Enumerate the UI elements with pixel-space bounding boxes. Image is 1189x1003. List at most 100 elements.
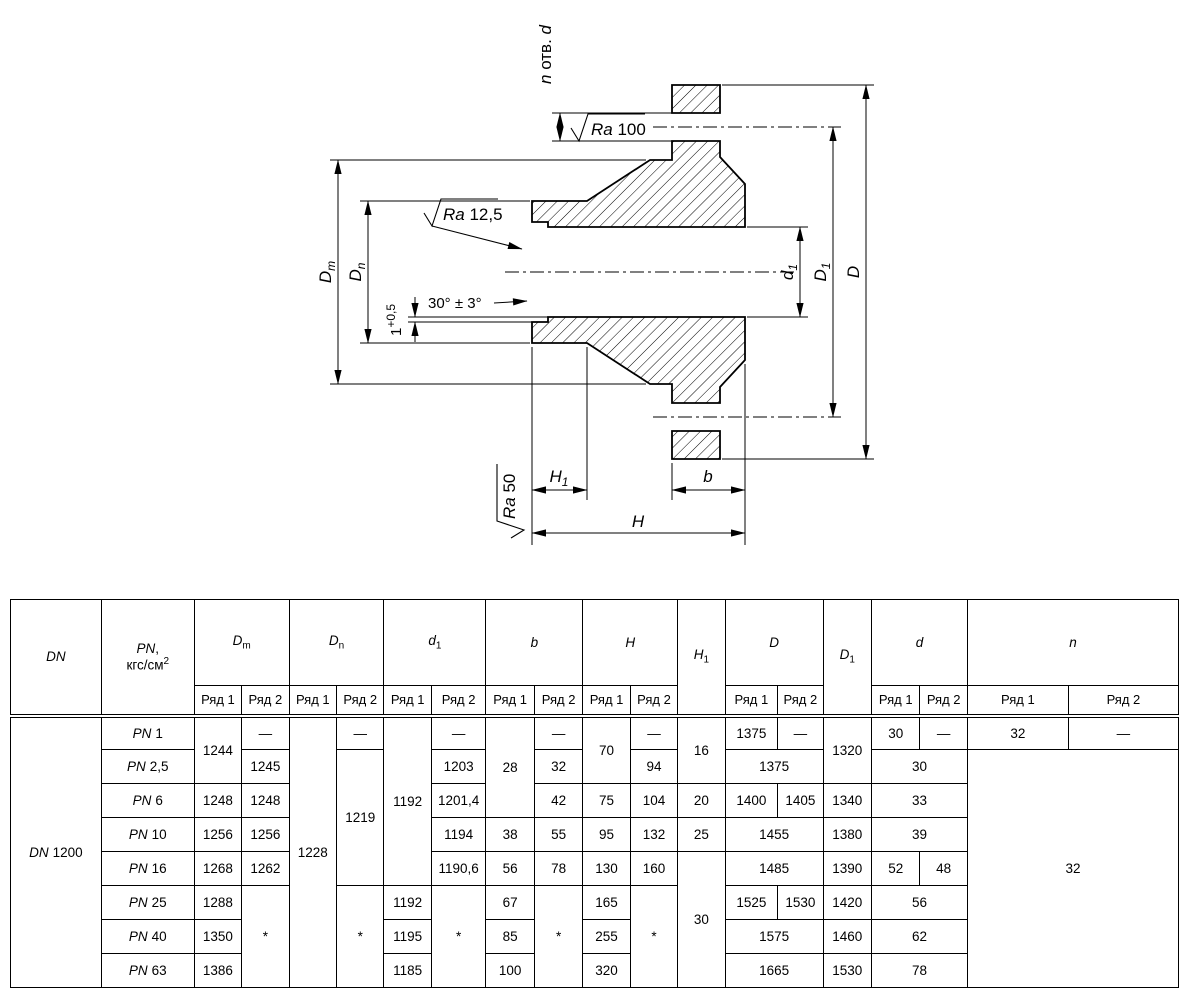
label-Dn: Dn	[346, 262, 368, 281]
label-d1: d1	[778, 264, 800, 280]
table-cell: 1201,4	[430, 783, 487, 818]
table-cell: 1192	[383, 715, 432, 886]
table-cell: 1262	[241, 851, 290, 886]
table-cell: —	[629, 715, 679, 750]
table-cell: 1665	[724, 953, 824, 988]
table-cell: 70	[582, 715, 631, 784]
table-cell: 94	[629, 749, 679, 784]
technical-drawing: n отв. d Ra 100 Ra 12,5 Ra 50 Dm Dn 1+0,…	[316, 24, 874, 545]
col-header-dm: Dm	[193, 599, 290, 686]
table-cell: 1190,6	[430, 851, 487, 886]
flange-lower-rim	[671, 430, 721, 460]
subheader-ryad2: Ряд 2	[533, 685, 584, 718]
table-cell: 100	[485, 953, 535, 988]
col-header-pn: PN,кгс/см2	[100, 599, 195, 718]
table-cell: 32	[966, 715, 1069, 750]
table-cell: —	[533, 715, 584, 750]
table-cell: 56	[871, 885, 968, 920]
label-D1: D1	[811, 263, 833, 282]
table-cell: 1192	[383, 885, 432, 920]
table-cell: 1460	[822, 919, 873, 954]
centerlines	[505, 126, 841, 418]
label-b: b	[703, 467, 712, 486]
table-cell: *	[533, 885, 584, 988]
table-cell: 1380	[822, 817, 873, 852]
dimension-lines	[334, 84, 870, 537]
label-ra100: Ra 100	[591, 120, 646, 139]
table-cell: 1256	[193, 817, 243, 852]
dimensions-table-wrap: DN PN,кгс/см2 Dm Dn d1 b H H1 D D1 d n Р…	[10, 599, 1180, 988]
label-H: H	[632, 512, 645, 531]
table-cell: 78	[871, 953, 968, 988]
table-cell: 1203	[430, 749, 487, 784]
subheader-ryad2: Ряд 2	[629, 685, 679, 718]
table-cell: 1375	[724, 749, 824, 784]
table-cell: 1185	[383, 953, 432, 988]
table-cell: 30	[677, 851, 726, 988]
subheader-ryad1: Ряд 1	[966, 685, 1069, 718]
table-cell: 1245	[241, 749, 290, 784]
table-cell: 132	[629, 817, 679, 852]
col-header-h1: H1	[677, 599, 726, 718]
col-header-d1: d1	[383, 599, 487, 686]
table-cell: 1268	[193, 851, 243, 886]
surface-finish-icon	[423, 198, 498, 228]
table-cell: *	[241, 885, 290, 988]
table-cell: 75	[582, 783, 631, 818]
table-cell: 25	[677, 817, 726, 852]
table-cell: 85	[485, 919, 535, 954]
surface-finish-ra50: Ra 50	[496, 464, 526, 539]
subheader-ryad1: Ряд 1	[724, 685, 779, 718]
table-cell: 1248	[193, 783, 243, 818]
table-cell: 1525	[724, 885, 779, 920]
label-n-holes-d: n отв. d	[536, 24, 555, 84]
table-cell: 1400	[724, 783, 779, 818]
table-cell: 1386	[193, 953, 243, 988]
table-cell: 1375	[724, 715, 779, 750]
table-cell: 48	[919, 851, 968, 886]
subheader-ryad2: Ряд 2	[1067, 685, 1180, 718]
subheader-ryad1: Ряд 1	[383, 685, 432, 718]
col-header-D: D	[724, 599, 824, 686]
table-cell: 1575	[724, 919, 824, 954]
table-cell: 56	[485, 851, 535, 886]
table-cell: 55	[533, 817, 584, 852]
col-header-h: H	[582, 599, 679, 686]
table-cell: 62	[871, 919, 968, 954]
table-cell: 33	[871, 783, 968, 818]
surface-finish-icon	[570, 113, 645, 143]
label-ra125: Ra 12,5	[443, 205, 503, 224]
table-cell: 16	[677, 715, 726, 784]
subheader-ryad2: Ряд 2	[241, 685, 290, 718]
ra125-leader	[431, 225, 523, 250]
table-cell: 95	[582, 817, 631, 852]
table-cell: 1320	[822, 715, 873, 784]
subheader-ryad2: Ряд 2	[336, 685, 385, 718]
flange-section	[531, 84, 746, 460]
table-cell: 1420	[822, 885, 873, 920]
label-ra50: Ra 50	[500, 474, 519, 519]
table-cell: —	[241, 715, 290, 750]
subheader-ryad1: Ряд 1	[288, 685, 338, 718]
table-cell: 130	[582, 851, 631, 886]
table-cell: 1195	[383, 919, 432, 954]
table-cell: 1244	[193, 715, 243, 784]
table-cell: 1194	[430, 817, 487, 852]
table-cell: 1455	[724, 817, 824, 852]
table-cell: 1288	[193, 885, 243, 920]
table-cell: 67	[485, 885, 535, 920]
label-step: 1+0,5	[384, 304, 405, 336]
table-cell: 1228	[288, 715, 338, 988]
